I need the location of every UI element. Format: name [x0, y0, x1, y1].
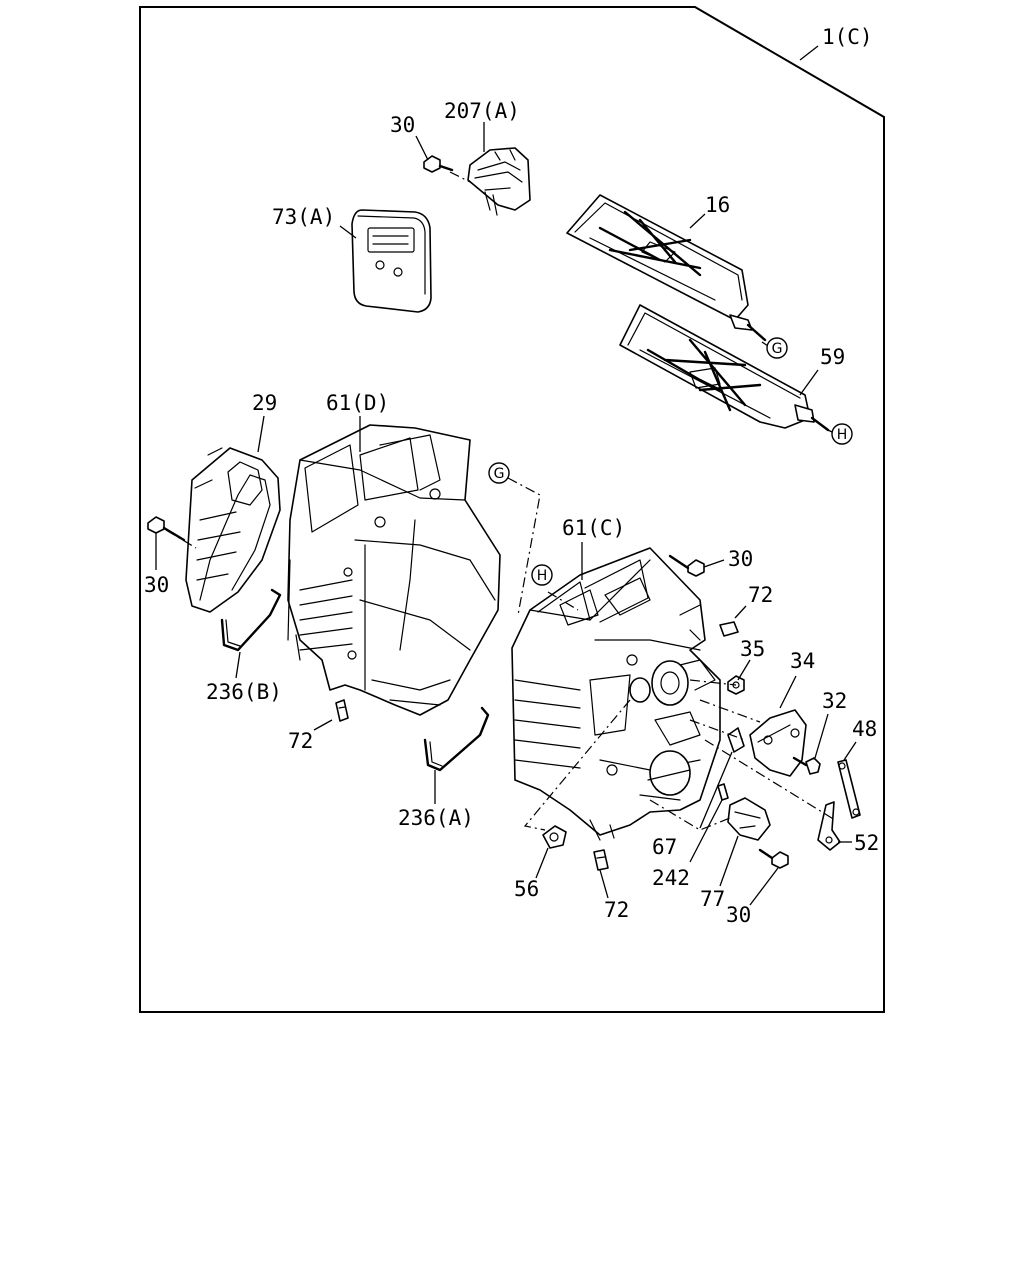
label-73a: 73(A): [272, 205, 335, 229]
label-72-upper: 72: [748, 583, 773, 607]
part-16-door: [566, 194, 767, 342]
part-242: [717, 783, 729, 801]
screw-32: [792, 756, 821, 775]
part-34-plate: [749, 709, 807, 777]
part-73a-panel: [351, 209, 432, 313]
screw-30-top: [423, 155, 454, 173]
ref-h-housing: H: [531, 564, 553, 586]
label-236b: 236(B): [206, 680, 282, 704]
screw-30-left: [147, 516, 186, 542]
label-30-mid: 30: [728, 547, 753, 571]
part-67-clip: [727, 727, 745, 753]
clip-72-bottom: [593, 849, 609, 871]
ref-g-door-16: G: [761, 337, 788, 359]
label-30-top: 30: [390, 113, 415, 137]
screw-30-mid: [668, 554, 705, 577]
label-assembly-1c: 1(C): [822, 25, 873, 49]
label-59: 59: [820, 345, 845, 369]
relation-lines: [165, 171, 836, 831]
label-34: 34: [790, 649, 815, 673]
ref-g-label-2: G: [494, 466, 505, 482]
label-77: 77: [700, 887, 725, 911]
screw-30-bottom: [758, 848, 789, 869]
clip-72-upper: [719, 621, 739, 637]
part-29-cover: [185, 447, 281, 613]
label-207a: 207(A): [444, 99, 520, 123]
label-32: 32: [822, 689, 847, 713]
label-242: 242: [652, 866, 690, 890]
diagram-frame: [139, 6, 885, 1013]
ref-h-door-59: H: [827, 423, 853, 445]
label-30-left: 30: [144, 573, 169, 597]
label-16: 16: [705, 193, 730, 217]
label-72-left: 72: [288, 729, 313, 753]
label-61d: 61(D): [326, 391, 389, 415]
clip-236a: [423, 706, 490, 772]
label-72-bottom: 72: [604, 898, 629, 922]
leader-lines: [155, 45, 857, 906]
part-59-door: [619, 304, 830, 432]
label-29: 29: [252, 391, 277, 415]
part-207a-bracket: [467, 147, 531, 216]
ref-h-label-2: H: [537, 568, 548, 584]
part-77-actuator: [727, 797, 771, 841]
part-56-washer: [542, 825, 567, 849]
label-67: 67: [652, 835, 677, 859]
label-236a: 236(A): [398, 806, 474, 830]
clip-236b: [220, 588, 282, 652]
ref-g-housing: G: [488, 462, 510, 484]
label-48: 48: [852, 717, 877, 741]
part-61c-housing: [511, 547, 721, 841]
label-52: 52: [854, 831, 879, 855]
label-35: 35: [740, 637, 765, 661]
part-48-link: [837, 759, 861, 819]
label-61c: 61(C): [562, 516, 625, 540]
clip-72-left: [335, 699, 349, 722]
callout-labels: 1(C) 207(A) 30 73(A) 16 59 29 61(D) 30 2…: [144, 25, 879, 927]
label-56: 56: [514, 877, 539, 901]
ref-h-label: H: [837, 427, 848, 443]
ref-g-label: G: [772, 341, 783, 357]
part-61d-housing: [287, 424, 501, 716]
label-30-bottom: 30: [726, 903, 751, 927]
part-52-lever: [817, 801, 841, 851]
